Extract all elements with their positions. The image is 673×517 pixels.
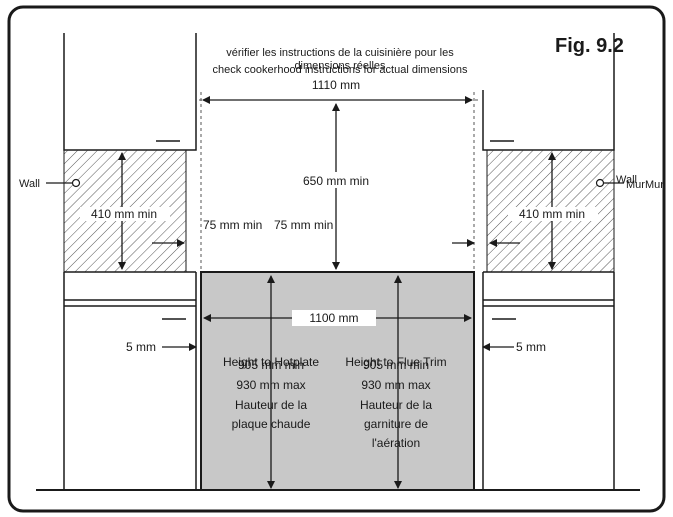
- lower-cabinet-left: [63, 271, 197, 490]
- wall-label-right-fr: MurMur: [626, 179, 664, 191]
- wall-marker-left: [46, 178, 81, 188]
- flue-title: Height to Flue Trim: [345, 355, 446, 369]
- worktop-gap-label-right: 5 mm: [516, 340, 546, 354]
- figure-label: Fig. 9.2: [555, 35, 624, 57]
- note-line-2: dimensions réelles: [294, 60, 386, 72]
- upper-cupboard-left: [63, 33, 197, 151]
- hood-clearance-label-bg: [290, 172, 380, 188]
- hood-clearance-label: 650 mm min: [303, 174, 369, 188]
- flue-fr-3: l'aération: [372, 436, 420, 450]
- panel-height-label-left: 410 mm min: [91, 207, 157, 221]
- cooker-body: [200, 271, 475, 491]
- side-gap-label-left: 75 mm min: [203, 218, 262, 232]
- flue-min: 905 mm min: [363, 358, 429, 372]
- hotplate-min: 905 mm min: [238, 358, 304, 372]
- wall-marker-right: [595, 178, 624, 188]
- note-line-3: check cookerhood instructions for actual…: [213, 64, 468, 76]
- flue-fr-1: Hauteur de la: [360, 398, 432, 412]
- cooker-width-label: 1100 mm: [309, 311, 358, 325]
- note-line-1: vérifier les instructions de la cuisiniè…: [226, 47, 454, 59]
- lower-cabinet-right: [482, 271, 615, 490]
- flue-max: 930 mm max: [361, 378, 430, 392]
- panel-height-label-right: 410 mm min: [519, 207, 585, 221]
- figure-frame: [7, 5, 666, 513]
- panel-label-bg-right: [508, 207, 598, 221]
- hotplate-max: 930 mm max: [236, 378, 305, 392]
- hood-width-label: 1110 mm: [312, 78, 360, 92]
- cooker-width-label-bg: [292, 310, 376, 326]
- side-gap-label-right: 75 mm min: [274, 218, 333, 232]
- hood-width-label-bg: [300, 78, 372, 92]
- wall-label-left: Wall: [19, 178, 40, 190]
- wall-label-right: Wall: [616, 174, 637, 186]
- panel-label-bg-left: [80, 207, 170, 221]
- hotplate-fr-1: Hauteur de la: [235, 398, 307, 412]
- hotplate-title: Height to Hotplate: [223, 355, 319, 369]
- flue-fr-2: garniture de: [364, 417, 428, 431]
- hotplate-fr-2: plaque chaude: [232, 417, 311, 431]
- worktop-gap-label-left: 5 mm: [126, 340, 156, 354]
